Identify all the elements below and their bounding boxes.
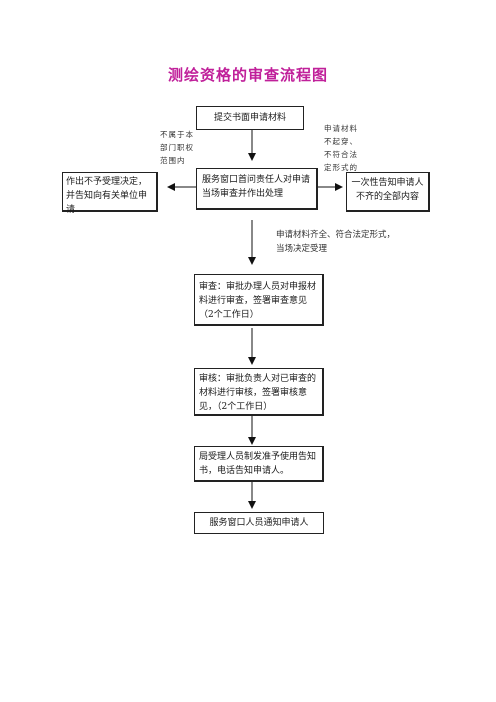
out-of-scope-note: 不属于本部门职权范围内 xyxy=(160,128,198,167)
notify-once-box: 一次性告知申请人不齐的全部内容 xyxy=(346,172,430,212)
audit-box: 审核：审批负责人对已审查的材料进行审核，签署审核意见，（2个工作日） xyxy=(194,368,324,416)
reject-decision-box: 作出不予受理决定，并告知向有关单位申请 xyxy=(62,172,158,215)
submit-application-box: 提交书面申请材料 xyxy=(196,106,304,130)
review-box: 审查：审批办理人员对申报材料进行审查，签署审查意见（2个工作日） xyxy=(194,274,324,326)
window-review-box: 服务窗口首问责任人对申请当场审查并作出处理 xyxy=(196,168,318,210)
review-text: 审查：审批办理人员对申报材料进行审查，签署审查意见（2个工作日） xyxy=(199,282,317,320)
window-review-text: 服务窗口首问责任人对申请当场审查并作出处理 xyxy=(202,175,311,199)
issue-notice-box: 局受理人员制发准予使用告知书，电话告知申请人。 xyxy=(194,446,324,482)
issue-notice-text: 局受理人员制发准予使用告知书，电话告知申请人。 xyxy=(199,452,317,476)
submit-application-text: 提交书面申请材料 xyxy=(213,113,286,123)
audit-text: 审核：审批负责人对已审查的材料进行审核，签署审核意见，（2个工作日） xyxy=(199,374,317,412)
accepted-note: 申请材料齐全、符合法定形式，当场决定受理 xyxy=(276,228,398,256)
final-notify-text: 服务窗口人员通知申请人 xyxy=(209,518,309,528)
incomplete-text: 申请材料不起穿、不符合法定形式的 xyxy=(324,124,358,172)
final-notify-box: 服务窗口人员通知申请人 xyxy=(194,512,324,534)
out-of-scope-text: 不属于本部门职权范围内 xyxy=(160,130,194,165)
accepted-text: 申请材料齐全、符合法定形式，当场决定受理 xyxy=(276,230,396,254)
notify-once-text: 一次性告知申请人不齐的全部内容 xyxy=(351,178,424,202)
reject-decision-text: 作出不予受理决定，并告知向有关单位申请 xyxy=(66,177,148,215)
incomplete-note: 申请材料不起穿、不符合法定形式的 xyxy=(324,122,364,174)
page-title: 测绘资格的审查流程图 xyxy=(167,66,328,84)
